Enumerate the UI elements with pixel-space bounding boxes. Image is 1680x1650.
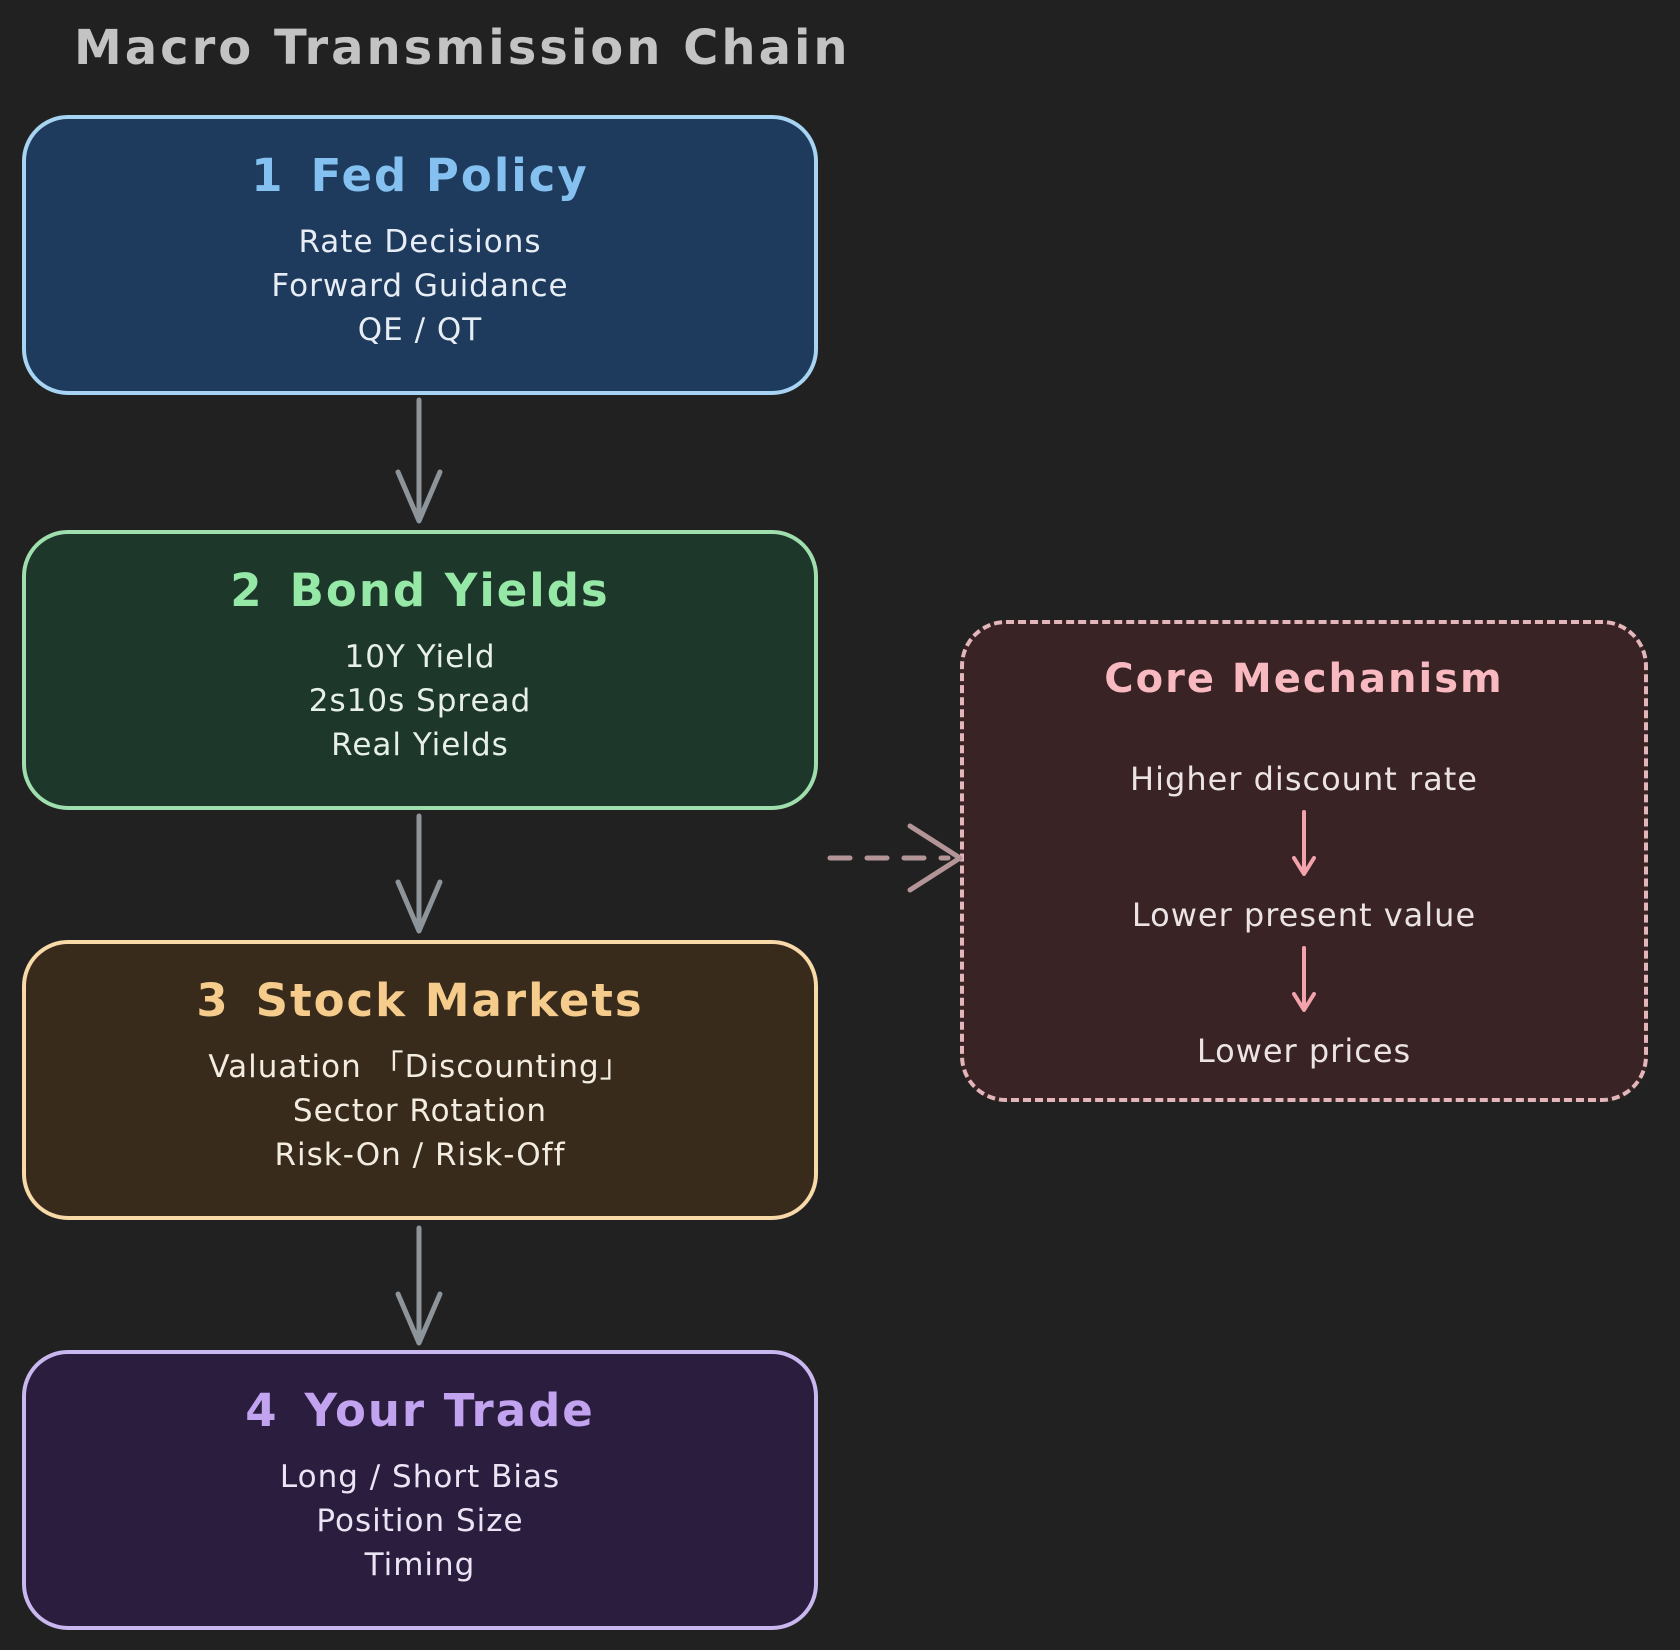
node-title: Bond Yields xyxy=(289,564,610,617)
node-items: Long / Short Bias Position Size Timing xyxy=(280,1455,560,1587)
node-items: 10Y Yield 2s10s Spread Real Yields xyxy=(309,635,532,767)
down-arrow-icon xyxy=(1292,946,1316,1012)
node-fed-policy: 1 Fed Policy Rate Decisions Forward Guid… xyxy=(22,115,818,395)
node-item: Position Size xyxy=(316,1503,524,1540)
panel-step: Higher discount rate xyxy=(1130,760,1478,798)
node-item: Valuation 「Discounting」 xyxy=(208,1049,632,1085)
node-title: Stock Markets xyxy=(255,974,644,1027)
node-stock-markets: 3 Stock Markets Valuation 「Discounting」 … xyxy=(22,940,818,1220)
node-item: Long / Short Bias xyxy=(279,1459,561,1495)
node-number: 1 xyxy=(251,149,285,202)
node-number: 3 xyxy=(196,974,230,1027)
node-item: QE / QT xyxy=(357,312,483,349)
panel-core-mechanism: Core Mechanism Higher discount rate Lowe… xyxy=(960,620,1648,1102)
node-item: Rate Decisions xyxy=(298,224,542,260)
panel-title: Core Mechanism xyxy=(1104,656,1504,702)
arrow-bonds-to-stocks-icon xyxy=(395,813,443,934)
node-item: Risk-On / Risk-Off xyxy=(274,1137,566,1174)
arrow-fed-to-bonds-icon xyxy=(395,397,443,524)
node-heading: 2 Bond Yields xyxy=(230,564,609,617)
node-heading: 1 Fed Policy xyxy=(251,149,588,202)
node-title: Fed Policy xyxy=(310,149,589,202)
node-item: 2s10s Spread xyxy=(308,683,532,720)
node-number: 2 xyxy=(230,564,264,617)
panel-step: Lower prices xyxy=(1196,1032,1412,1070)
node-item: Forward Guidance xyxy=(271,268,569,305)
node-bond-yields: 2 Bond Yields 10Y Yield 2s10s Spread Rea… xyxy=(22,530,818,810)
node-heading: 3 Stock Markets xyxy=(196,974,643,1027)
node-item: Sector Rotation xyxy=(292,1093,548,1130)
node-item: 10Y Yield xyxy=(344,639,496,675)
node-item: Real Yields xyxy=(331,727,509,764)
node-item: Timing xyxy=(364,1547,476,1584)
diagram-title: Macro Transmission Chain xyxy=(74,20,851,76)
node-number: 4 xyxy=(245,1384,279,1437)
node-your-trade: 4 Your Trade Long / Short Bias Position … xyxy=(22,1350,818,1630)
node-heading: 4 Your Trade xyxy=(245,1384,595,1437)
arrow-stocks-to-trade-icon xyxy=(395,1225,443,1346)
node-items: Valuation 「Discounting」 Sector Rotation … xyxy=(208,1045,631,1177)
down-arrow-icon xyxy=(1292,810,1316,876)
panel-step: Lower present value xyxy=(1131,896,1477,934)
node-items: Rate Decisions Forward Guidance QE / QT xyxy=(271,220,568,352)
node-title: Your Trade xyxy=(304,1384,595,1437)
arrow-to-core-mechanism-icon xyxy=(827,823,963,893)
